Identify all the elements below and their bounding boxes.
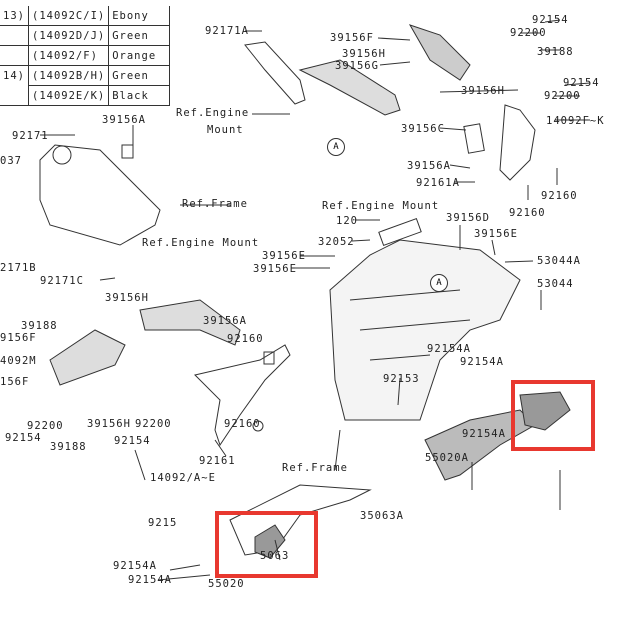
part-label: 92161 — [199, 455, 236, 467]
code-cell: (14092E/K) — [28, 85, 110, 106]
part-label: 39156G — [335, 60, 379, 72]
part-label: 39156A — [203, 315, 247, 327]
part-label: 39156A — [407, 160, 451, 172]
part-label: 92154 — [563, 77, 600, 89]
table-row: 13)(14092C/I)Ebony — [0, 6, 171, 26]
part-label: 120 — [336, 215, 358, 227]
part-label: 39156D — [446, 212, 490, 224]
part-label: 92160 — [224, 418, 261, 430]
table-row: (14092E/K)Black — [0, 85, 171, 106]
part-label: 92153 — [383, 373, 420, 385]
code-cell: (14092D/J) — [28, 25, 110, 46]
part-label: 92154A — [462, 428, 506, 440]
part-label: 92154A — [427, 343, 471, 355]
table-row: 14)(14092B/H)Green — [0, 65, 171, 86]
part-label: 92161A — [416, 177, 460, 189]
part-label: 5063 — [260, 550, 290, 562]
table-row: (14092/F)Orange — [0, 45, 171, 66]
part-label: 39156E — [253, 263, 297, 275]
part-label: Ref.Engine Mount — [142, 237, 260, 249]
part-label: 53044 — [537, 278, 574, 290]
part-label: 39188 — [50, 441, 87, 453]
color-cell: Black — [108, 85, 171, 106]
part-label: 55020 — [208, 578, 245, 590]
part-label: 92160 — [227, 333, 264, 345]
part-label: 92154 — [5, 432, 42, 444]
part-label: 92200 — [544, 90, 581, 102]
code-cell: (14092/F) — [28, 45, 110, 66]
reference-marker-a: A — [327, 138, 345, 156]
color-cell: Green — [108, 25, 171, 46]
part-label: 39156C — [401, 123, 445, 135]
part-label: Ref.Engine — [176, 107, 250, 119]
color-variant-table: 13)(14092C/I)Ebony (14092D/J)Green (1409… — [0, 6, 171, 106]
part-label: 9215 — [148, 517, 178, 529]
part-label: 39188 — [537, 46, 574, 58]
color-cell: Green — [108, 65, 171, 86]
part-label: 92154A — [460, 356, 504, 368]
part-label: 92171 — [12, 130, 49, 142]
part-label: 55020A — [425, 452, 469, 464]
part-label: 92154A — [128, 574, 172, 586]
model-cell: 13) — [0, 6, 29, 26]
part-label: 92200 — [27, 420, 64, 432]
part-label: 39156H — [342, 48, 386, 60]
part-label: 037 — [0, 155, 22, 167]
part-label: Ref.Frame — [282, 462, 348, 474]
part-label: 92171C — [40, 275, 84, 287]
part-label: 92200 — [135, 418, 172, 430]
part-label: 39156A — [102, 114, 146, 126]
reference-marker-a: A — [430, 274, 448, 292]
table-row: (14092D/J)Green — [0, 25, 171, 46]
part-label: Ref.Frame — [182, 198, 248, 210]
part-label: 39156E — [474, 228, 518, 240]
part-label: 53044A — [537, 255, 581, 267]
part-label: 2171B — [0, 262, 37, 274]
part-label: Mount — [207, 124, 244, 136]
code-cell: (14092C/I) — [28, 6, 110, 26]
code-cell: (14092B/H) — [28, 65, 110, 86]
part-label: 92200 — [510, 27, 547, 39]
part-label: 92154A — [113, 560, 157, 572]
highlight-box-55020 — [215, 511, 318, 578]
part-label: 39156H — [461, 85, 505, 97]
part-label: 35063A — [360, 510, 404, 522]
part-label: 39156E — [262, 250, 306, 262]
part-label: 9156F — [0, 332, 37, 344]
model-cell — [0, 25, 29, 46]
part-label: 4092M — [0, 355, 37, 367]
part-label: 92154 — [532, 14, 569, 26]
part-label: 92160 — [541, 190, 578, 202]
part-label: 14092F~K — [546, 115, 605, 127]
color-cell: Ebony — [108, 6, 171, 26]
part-label: 39188 — [21, 320, 58, 332]
part-label: Ref.Engine Mount — [322, 200, 440, 212]
model-cell: 14) — [0, 65, 29, 86]
color-cell: Orange — [108, 45, 171, 66]
part-label: 156F — [0, 376, 30, 388]
highlight-box-55020A — [511, 380, 595, 451]
part-label: 39156F — [330, 32, 374, 44]
part-label: 92154 — [114, 435, 151, 447]
model-cell — [0, 85, 29, 106]
part-label: 39156H — [105, 292, 149, 304]
part-label: 92160 — [509, 207, 546, 219]
part-label: 32052 — [318, 236, 355, 248]
part-label: 14092/A~E — [150, 472, 216, 484]
model-cell — [0, 45, 29, 66]
part-label: 92171A — [205, 25, 249, 37]
part-label: 39156H — [87, 418, 131, 430]
